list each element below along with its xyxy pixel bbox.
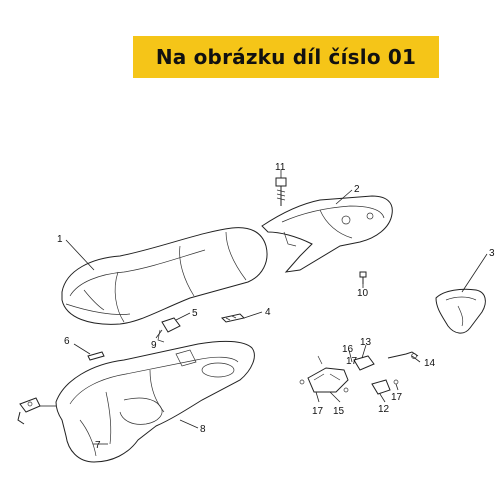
callout-label: 3 <box>489 248 495 259</box>
callout-label: 13 <box>360 337 372 348</box>
callout-label: 1 <box>57 234 63 245</box>
callout-label: 6 <box>64 336 70 347</box>
bracket-7-part <box>17 397 56 425</box>
emblem-6-part <box>87 351 105 361</box>
part-number-banner: Na obrázku díl číslo 01 <box>133 36 439 78</box>
callout-label: 7 <box>95 440 101 451</box>
callout-label: 16 <box>342 344 354 355</box>
bolt-11-part <box>275 170 287 206</box>
callout-label: 17 <box>346 356 358 367</box>
callout-label: 11 <box>275 162 286 173</box>
callout-label: 14 <box>424 358 436 369</box>
hardware-cluster-part <box>299 351 419 395</box>
callout-label: 15 <box>333 406 345 417</box>
leader-lines <box>65 189 488 445</box>
callout-label: 10 <box>357 288 369 299</box>
callout-label: 17 <box>391 392 403 403</box>
small-parts-4-5 <box>157 313 245 343</box>
callout-label: 12 <box>378 404 390 415</box>
callout-labels: 1 2 3 4 5 6 7 8 9 10 11 12 13 14 15 16 1… <box>57 162 495 451</box>
rear-carrier-part <box>261 195 393 273</box>
callout-label: 9 <box>151 340 157 351</box>
rear-cover-part <box>435 288 486 334</box>
seat-part <box>61 227 268 325</box>
callout-label: 8 <box>200 424 206 435</box>
callout-label: 2 <box>354 184 360 195</box>
screw-10-part <box>359 271 367 284</box>
banner-text: Na obrázku díl číslo 01 <box>155 45 417 69</box>
storage-tub-part <box>55 340 255 463</box>
callout-label: 5 <box>192 308 198 319</box>
callout-label: 17 <box>312 406 324 417</box>
callout-label: 4 <box>265 307 271 318</box>
